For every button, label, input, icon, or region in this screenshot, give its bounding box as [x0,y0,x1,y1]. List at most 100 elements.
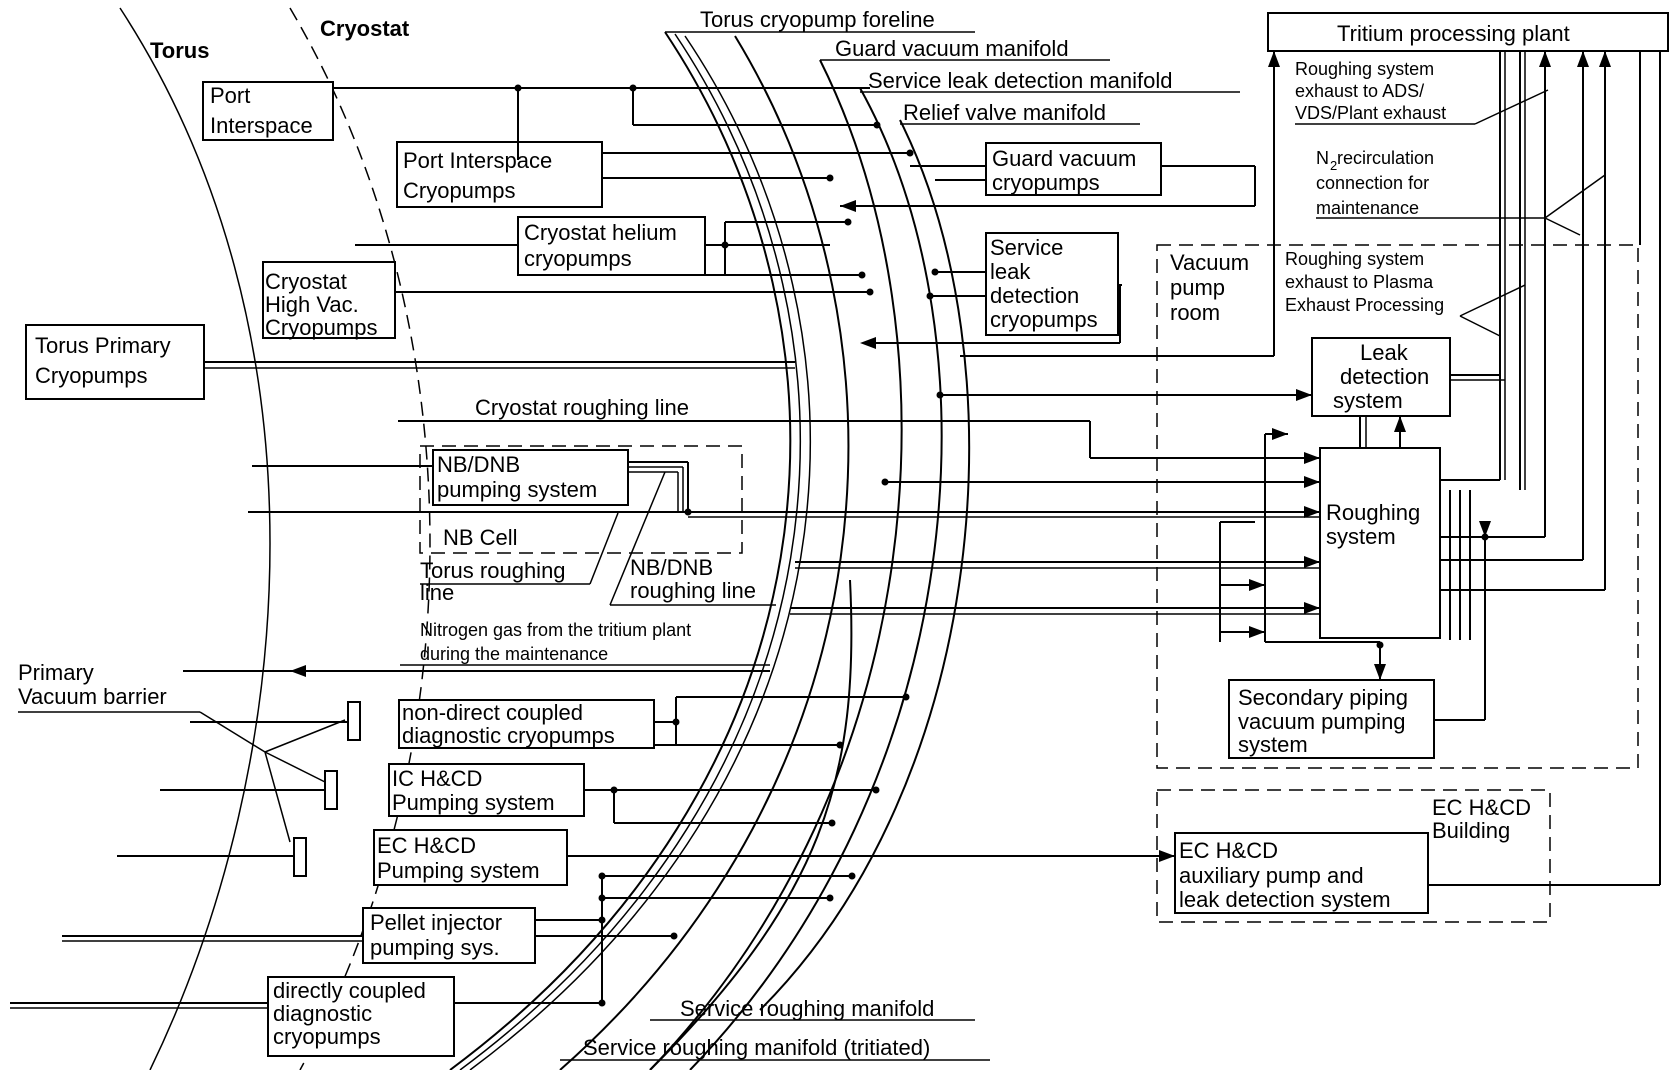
svg-text:Roughing: Roughing [1326,500,1420,525]
svg-text:system: system [1333,388,1403,413]
ec-auxiliary-box: EC H&CD auxiliary pump and leak detectio… [1174,832,1429,914]
svg-text:pump: pump [1170,275,1225,300]
svg-text:cryopumps: cryopumps [524,246,632,271]
svg-text:Cryostat: Cryostat [265,269,347,294]
tritium-processing-plant-box: Tritium processing plant [1267,12,1669,52]
svg-text:exhaust to ADS/: exhaust to ADS/ [1295,81,1424,101]
torus-label: Torus [150,38,209,63]
svg-text:Building: Building [1432,818,1510,843]
svg-text:Leak: Leak [1360,340,1409,365]
svg-text:leak detection system: leak detection system [1179,887,1391,912]
svg-text:Cryopumps: Cryopumps [403,178,515,203]
torus-primary-cryopumps-box: Torus Primary Cryopumps [25,324,205,400]
svg-text:cryopumps: cryopumps [273,1024,381,1049]
primary-vacuum-barrier-note: Primary Vacuum barrier [18,660,346,843]
svg-text:Guard vacuum: Guard vacuum [992,146,1136,171]
svg-text:during the maintenance: during the maintenance [420,644,608,664]
svg-text:VDS/Plant exhaust: VDS/Plant exhaust [1295,103,1446,123]
cryostat-roughing-line-label: Cryostat roughing line [475,395,689,420]
svg-text:NB/DNB: NB/DNB [630,555,713,580]
svg-text:Secondary piping: Secondary piping [1238,685,1408,710]
connection-lines: Cryostat roughing line [10,51,1661,1009]
relief-valve-manifold-label: Relief valve manifold [903,100,1106,125]
svg-text:cryopumps: cryopumps [992,170,1100,195]
leak-detection-system-box: Leak detection system [1311,337,1451,417]
svg-text:Cryostat helium: Cryostat helium [524,220,677,245]
manifold-labels: Torus cryopump foreline Guard vacuum man… [560,7,1240,1061]
svg-text:Cryopumps: Cryopumps [35,363,147,388]
cryostat-label: Cryostat [320,16,410,41]
nb-dnb-roughing-line-note: NB/DNB roughing line [609,471,776,606]
torus-roughing-line-note: Torus roughing line [420,512,619,605]
svg-text:Pellet injector: Pellet injector [370,910,502,935]
ic-hcd-pumping-box: IC H&CD Pumping system [388,763,585,817]
svg-text:Pumping system: Pumping system [392,790,555,815]
svg-text:vacuum pumping: vacuum pumping [1238,709,1406,734]
svg-text:Torus roughing: Torus roughing [420,558,566,583]
port-interspace-cryopumps-box: Port Interspace Cryopumps [396,141,603,208]
barrier-block-1 [347,701,361,741]
svg-text:Roughing system: Roughing system [1295,59,1434,79]
cryostat-high-vac-cryopumps-box: Cryostat High Vac. Cryopumps [262,261,396,340]
svg-text:exhaust to Plasma: exhaust to Plasma [1285,272,1434,292]
svg-text:EC H&CD: EC H&CD [1432,795,1531,820]
svg-text:Service: Service [990,235,1063,260]
svg-text:NB/DNB: NB/DNB [437,452,520,477]
cryostat-helium-cryopumps-box: Cryostat helium cryopumps [517,216,706,276]
barrier-block-3 [293,837,307,877]
nb-cell-label: NB Cell [443,525,518,550]
vacuum-pump-room-enclosure [1156,244,1639,769]
svg-text:cryopumps: cryopumps [990,307,1098,332]
svg-text:Interspace: Interspace [210,113,313,138]
svg-text:leak: leak [990,259,1031,284]
svg-text:diagnostic: diagnostic [273,1001,372,1026]
torus-boundary [119,7,271,1070]
svg-text:roughing line: roughing line [630,578,756,603]
svg-text:system: system [1238,732,1308,757]
svg-text:2: 2 [1330,158,1337,173]
svg-text:High Vac.: High Vac. [265,292,359,317]
svg-text:pumping sys.: pumping sys. [370,935,500,960]
svg-text:Vacuum: Vacuum [1170,250,1249,275]
svg-text:Torus Primary: Torus Primary [35,333,171,358]
svg-text:Port: Port [210,83,250,108]
svg-text:recirculation: recirculation [1337,148,1434,168]
svg-text:Pumping system: Pumping system [377,858,540,883]
svg-text:Vacuum barrier: Vacuum barrier [18,684,167,709]
service-roughing-tritiated-label: Service roughing manifold (tritiated) [583,1035,930,1060]
directly-coupled-diagnostic-box: directly coupled diagnostic cryopumps [267,976,455,1057]
ec-hcd-pumping-box: EC H&CD Pumping system [373,829,568,886]
svg-text:Port Interspace: Port Interspace [403,148,552,173]
svg-text:EC H&CD: EC H&CD [377,833,476,858]
guard-vacuum-cryopumps-box: Guard vacuum cryopumps [985,142,1162,196]
svg-text:maintenance: maintenance [1316,198,1419,218]
svg-text:Nitrogen gas from the tritium: Nitrogen gas from the tritium plant [420,620,691,640]
svg-text:Cryopumps: Cryopumps [265,315,377,340]
junction-dots [514,84,1489,1007]
nb-cell-enclosure [419,445,743,554]
svg-text:Roughing system: Roughing system [1285,249,1424,269]
svg-text:detection: detection [990,283,1079,308]
svg-text:N: N [1316,148,1329,168]
secondary-piping-box: Secondary piping vacuum pumping system [1228,679,1435,759]
nitrogen-gas-note: Nitrogen gas from the tritium plant duri… [400,620,770,666]
torus-cryopump-foreline-label: Torus cryopump foreline [700,7,935,32]
service-roughing-manifold-label: Service roughing manifold [680,996,934,1021]
svg-text:non-direct coupled: non-direct coupled [402,700,583,725]
barrier-block-2 [324,770,338,810]
svg-text:detection: detection [1340,364,1429,389]
svg-text:diagnostic cryopumps: diagnostic cryopumps [402,723,615,748]
svg-text:room: room [1170,300,1220,325]
svg-text:EC H&CD: EC H&CD [1179,838,1278,863]
guard-vacuum-manifold-label: Guard vacuum manifold [835,36,1069,61]
svg-text:Primary: Primary [18,660,94,685]
svg-text:pumping system: pumping system [437,477,597,502]
arrowheads [290,51,1611,862]
n2-recirculation-note: N 2 recirculation connection for mainten… [1316,148,1606,236]
port-interspace-box: Port Interspace [202,81,334,141]
svg-text:connection for: connection for [1316,173,1429,193]
service-leak-detection-cryopumps-box: Service leak detection cryopumps [985,232,1119,336]
service-leak-detection-manifold-label: Service leak detection manifold [868,68,1173,93]
svg-text:IC H&CD: IC H&CD [392,766,482,791]
